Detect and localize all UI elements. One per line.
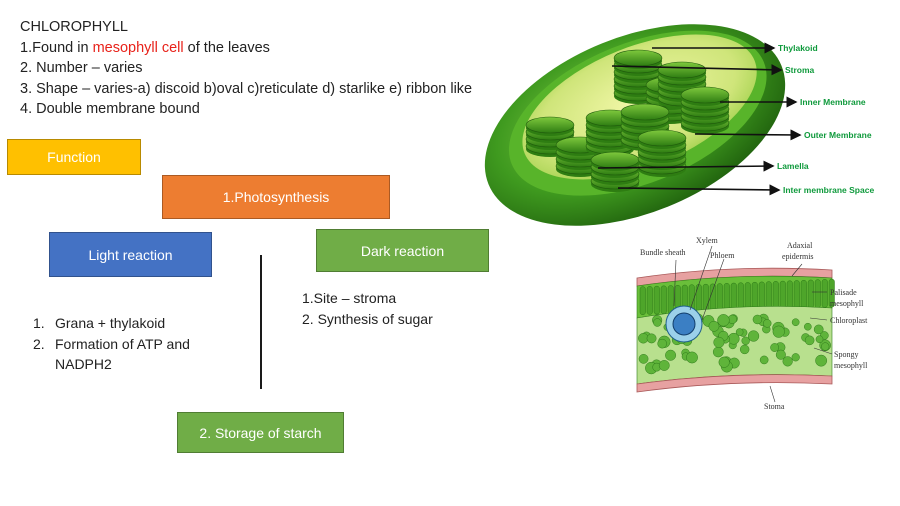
label-chloroplast: Chloroplast (830, 316, 868, 325)
list-item: 2. Formation of ATP and NADPH2 (33, 334, 225, 375)
intro-line-1-post: of the leaves (183, 39, 270, 56)
list-item: 2. Synthesis of sugar (302, 310, 433, 327)
list-item-text: Formation of ATP and NADPH2 (55, 335, 190, 373)
list-item-text: Grana + thylakoid (55, 315, 166, 331)
label-outer-membrane: Outer Membrane (804, 130, 872, 140)
divider-line (260, 255, 262, 389)
photosynthesis-box: 1.Photosynthesis (162, 175, 390, 219)
leaf-cross-section-diagram: Bundle sheath Xylem Phloem Adaxial epide… (636, 236, 868, 411)
grana-stacks (525, 49, 730, 192)
dark-reaction-list: 1.Site – stroma 2. Synthesis of sugar (302, 288, 433, 329)
label-spongy: Spongy (834, 350, 858, 359)
chloroplast-arrows (597, 42, 802, 196)
label-stroma: Stroma (785, 65, 815, 75)
list-item: 1. Grana + thylakoid (33, 313, 225, 334)
label-bundle-sheath: Bundle sheath (640, 248, 686, 257)
label-adaxial: Adaxial (787, 241, 813, 250)
list-item-number: 2. (33, 335, 45, 352)
light-reaction-box: Light reaction (49, 232, 212, 277)
function-box: Function (7, 139, 141, 175)
dark-reaction-box: Dark reaction (316, 229, 489, 272)
list-item-number: 1. (33, 315, 45, 331)
label-palisade-mesophyll: mesophyll (830, 299, 864, 308)
intro-line-3: 3. Shape – varies-a) discoid b)oval c)re… (20, 80, 473, 97)
intro-line-2: 2. Number – varies (20, 60, 143, 76)
label-spongy-mesophyll: mesophyll (834, 361, 868, 370)
label-thylakoid: Thylakoid (778, 43, 818, 53)
intro-title: CHLOROPHYLL (20, 19, 128, 35)
label-inter-membrane-space: Inter membrane Space (783, 185, 874, 195)
label-stoma: Stoma (764, 402, 785, 411)
label-epidermis: epidermis (782, 252, 814, 261)
label-phloem: Phloem (710, 251, 735, 260)
intro-line-1: 1.Found in mesophyll cell of the leaves (20, 38, 472, 59)
light-reaction-list: 1. Grana + thylakoid 2. Formation of ATP… (33, 313, 225, 375)
intro-line-4: 4. Double membrane bound (20, 101, 200, 117)
chloroplast-diagram: Thylakoid Stroma Inner Membrane Outer Me… (484, 24, 874, 226)
label-xylem: Xylem (696, 236, 719, 245)
intro-line-1-pre: 1.Found in (20, 39, 93, 56)
intro-line-1-highlight: mesophyll cell (92, 39, 184, 56)
storage-of-starch-box: 2. Storage of starch (177, 412, 344, 453)
label-palisade: Palisade (830, 288, 857, 297)
label-lamella: Lamella (777, 161, 809, 171)
label-inner-membrane: Inner Membrane (800, 97, 866, 107)
intro-text: CHLOROPHYLL 1.Found in mesophyll cell of… (20, 17, 472, 120)
list-item: 1.Site – stroma (302, 290, 397, 306)
